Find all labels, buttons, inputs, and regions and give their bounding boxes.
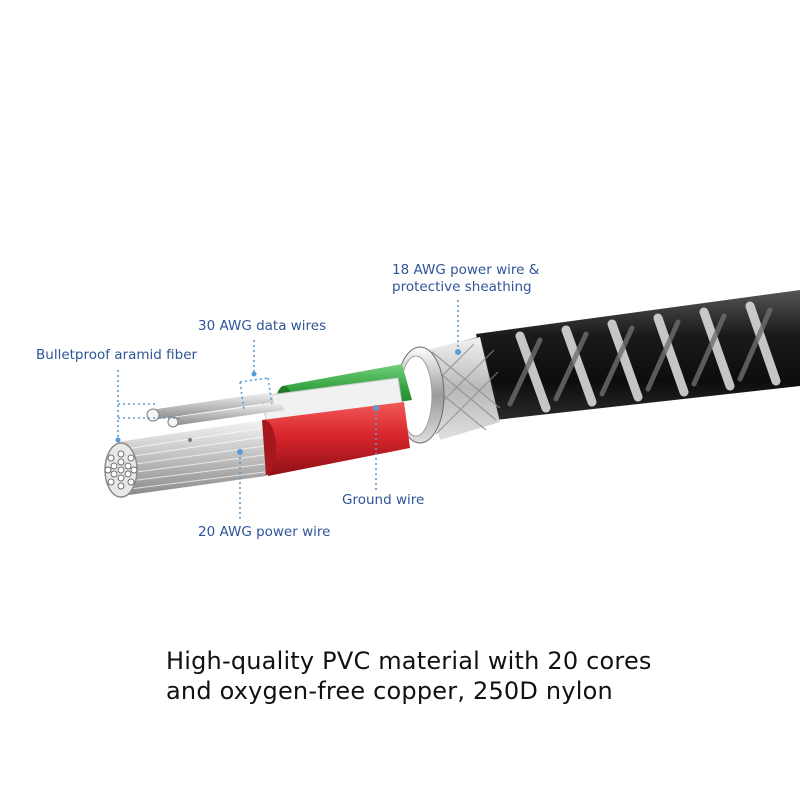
label-ground-wire: Ground wire [342, 492, 425, 508]
leader-aramid-fiber [117, 370, 180, 440]
label-power-wire-18: 18 AWG power wire & protective sheathing [392, 262, 539, 296]
label-power-wire-18-line1: 18 AWG power wire & [392, 262, 540, 278]
leader-dots [115, 349, 461, 455]
label-aramid-fiber: Bulletproof aramid fiber [36, 347, 198, 363]
leader-lines [117, 300, 459, 520]
caption-line-1: High-quality PVC material with 20 cores [166, 647, 652, 675]
leader-data-wires-30 [239, 340, 273, 411]
label-data-wires-30: 30 AWG data wires [198, 318, 327, 334]
nylon-braid-sheath [476, 290, 800, 420]
product-caption: High-quality PVC material with 20 cores … [166, 646, 766, 706]
label-power-wire-18-line2: protective sheathing [392, 279, 532, 295]
data-wire-strands [146, 392, 284, 442]
copper-strand-bundle [104, 420, 266, 498]
caption-line-2: and oxygen-free copper, 250D nylon [166, 677, 613, 705]
label-power-wire-20: 20 AWG power wire [198, 524, 331, 540]
